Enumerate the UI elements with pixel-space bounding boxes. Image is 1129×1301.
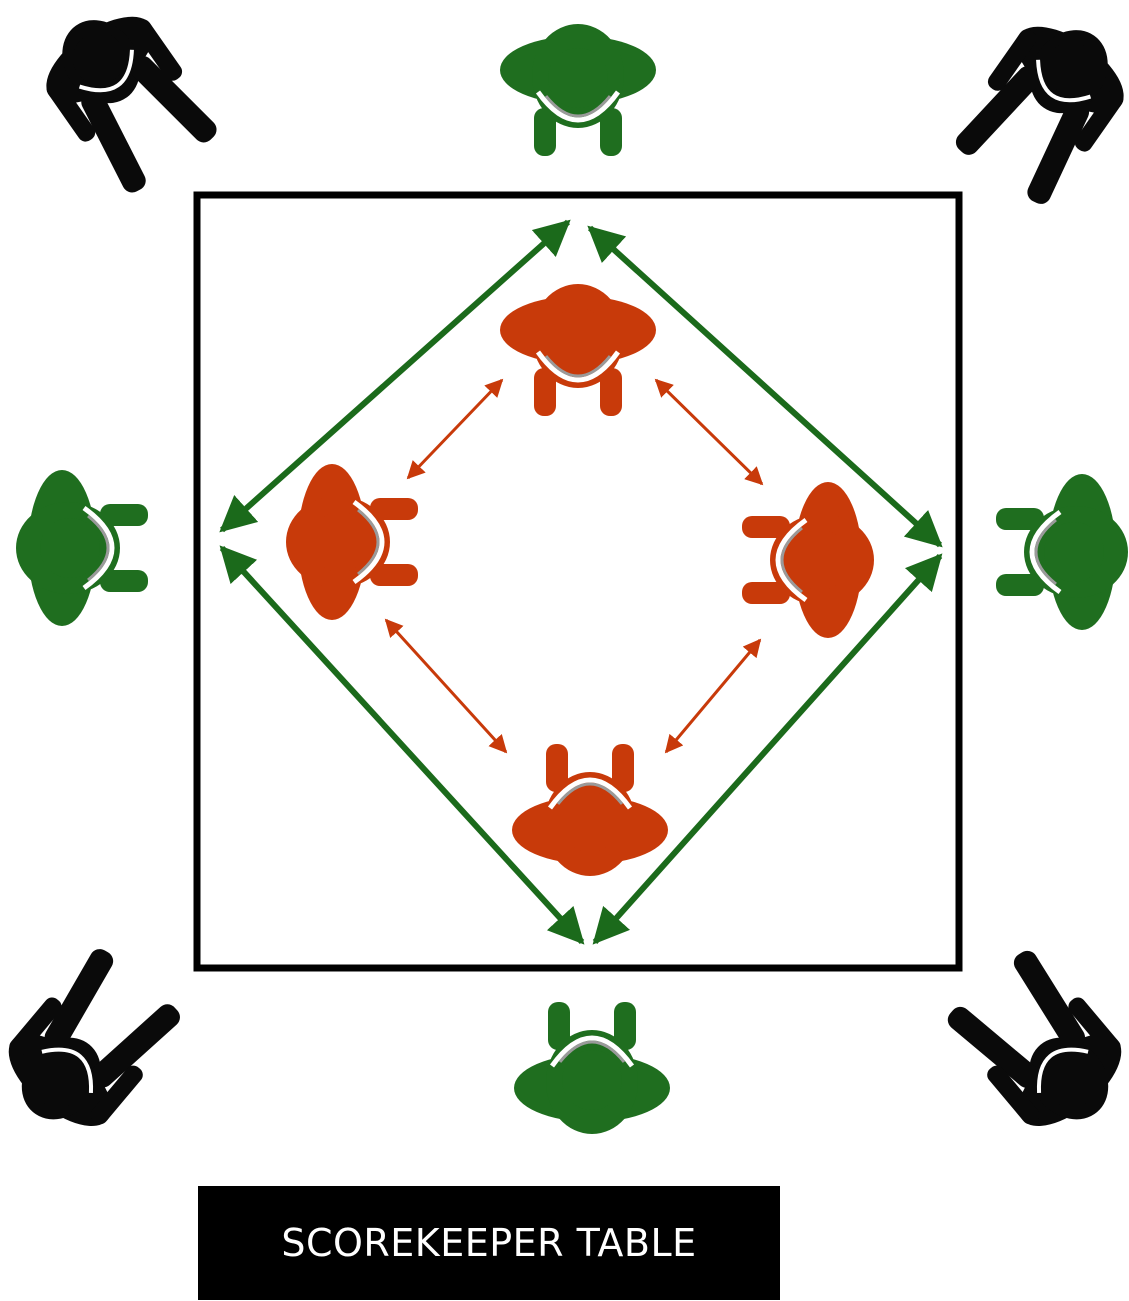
inner-arrow-top-left [408, 380, 502, 478]
outer-arrow-top-left [222, 222, 568, 530]
outer-arrow-top-right [590, 228, 940, 545]
outer-player-left [16, 470, 148, 626]
inner-pass-arrows [386, 380, 762, 752]
outer-player-bottom [514, 1002, 670, 1134]
outer-player-right [996, 474, 1128, 630]
inner-player-left [286, 464, 418, 620]
scorekeeper-table: SCOREKEEPER TABLE [198, 1186, 780, 1300]
corner-player-top-right [944, 0, 1129, 213]
outer-player-top [500, 24, 656, 156]
inner-player-right [742, 482, 874, 638]
outer-arrow-bottom-right [595, 556, 940, 942]
corner-player-top-left [25, 0, 226, 203]
inner-player-top [500, 284, 656, 416]
inner-player-bottom [512, 744, 668, 876]
inner-arrow-top-right [656, 380, 762, 484]
outer-arrow-bottom-left [222, 548, 582, 942]
inner-arrow-bottom-right [666, 640, 760, 752]
inner-arrow-bottom-left [386, 620, 506, 752]
corner-player-bottom-right [939, 940, 1129, 1152]
inner-players [286, 284, 874, 876]
corner-player-bottom-left [0, 940, 191, 1152]
scorekeeper-table-label: SCOREKEEPER TABLE [281, 1221, 696, 1265]
